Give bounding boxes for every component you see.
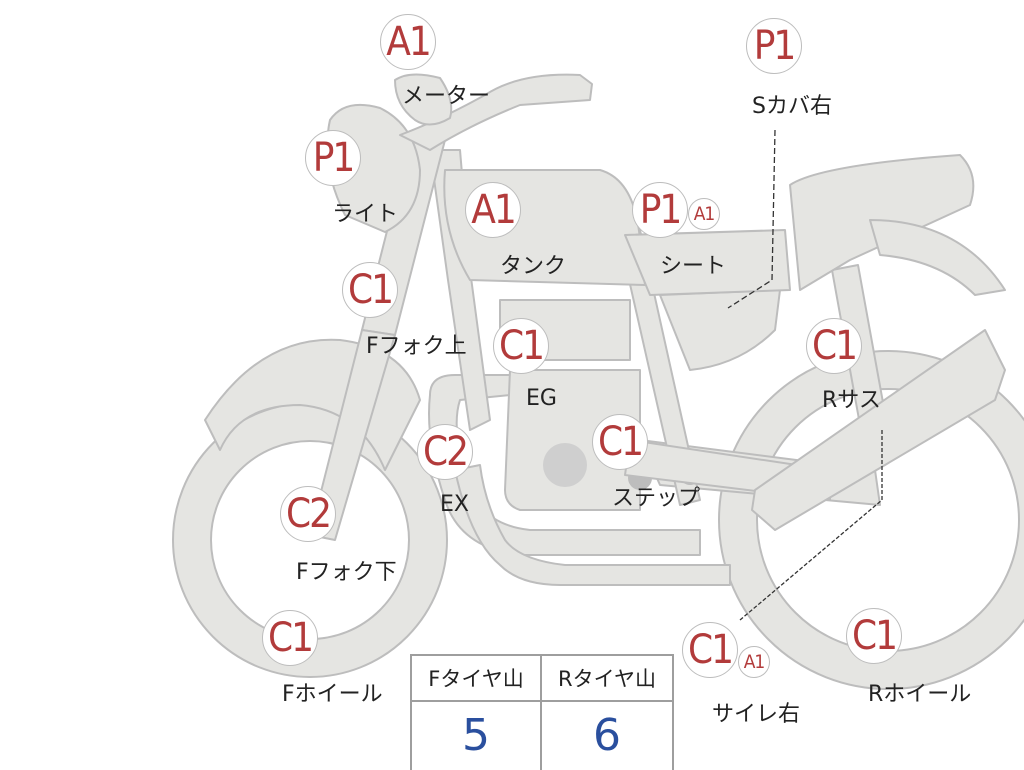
- scover-label: Sカバ右: [752, 94, 832, 119]
- tire-tread-table: Fタイヤ山 Rタイヤ山 5 6: [410, 654, 674, 770]
- ffork-lower-badge: C2: [280, 486, 336, 542]
- muffler-badge-c: C1: [682, 622, 738, 678]
- meter-badge: A1: [380, 14, 436, 70]
- exhaust-pipe-lower: [454, 464, 731, 586]
- ffork-upper-label: Fフォク上: [366, 334, 467, 359]
- ffork-upper-badge: C1: [342, 262, 398, 318]
- step-label: ステップ: [612, 486, 701, 511]
- rsus-badge: C1: [806, 318, 862, 374]
- rear-tire-header: Rタイヤ山: [542, 656, 672, 702]
- scover-badge: P1: [746, 18, 802, 74]
- ffork-lower-label: Fフォク下: [296, 560, 397, 585]
- rwheel-label: Rホイール: [868, 682, 972, 707]
- engine-cover: [543, 443, 587, 487]
- meter: [394, 73, 453, 126]
- fwheel-label: Fホイール: [282, 682, 383, 707]
- meter-label: メーター: [402, 84, 491, 109]
- seat: [624, 229, 791, 296]
- muffler-leader: [739, 430, 883, 621]
- seat-badge-a: A1: [688, 198, 720, 230]
- rear-wheel-tire: [720, 352, 1024, 688]
- rear-tire-value: 6: [593, 709, 621, 761]
- seat-badge-p: P1: [632, 182, 688, 238]
- front-tire-header: Fタイヤ山: [412, 656, 542, 702]
- ex-label: EX: [440, 492, 469, 517]
- scover-leader: [727, 129, 776, 309]
- light-badge: P1: [305, 130, 361, 186]
- rwheel-badge: C1: [846, 608, 902, 664]
- engine-block: [504, 369, 641, 511]
- light-label: ライト: [332, 202, 399, 227]
- fwheel-badge: C1: [262, 610, 318, 666]
- muffler-badge-a: A1: [738, 646, 770, 678]
- front-tire-value: 5: [412, 700, 542, 770]
- side-cover: [659, 289, 781, 371]
- front-fork-lower: [309, 329, 396, 541]
- frame-down-tube: [429, 149, 491, 431]
- ex-badge: C2: [417, 424, 473, 480]
- tank-label: タンク: [500, 254, 567, 279]
- exhaust-pipe: [428, 374, 701, 556]
- seat-label: シート: [660, 254, 727, 279]
- eg-label: EG: [526, 386, 557, 411]
- step-badge: C1: [592, 414, 648, 470]
- tank-badge: A1: [465, 182, 521, 238]
- rsus-label: Rサス: [822, 388, 881, 413]
- tail-fender: [869, 219, 1006, 296]
- muffler-label: サイレ右: [712, 702, 801, 727]
- eg-badge: C1: [493, 318, 549, 374]
- muffler: [751, 329, 1006, 531]
